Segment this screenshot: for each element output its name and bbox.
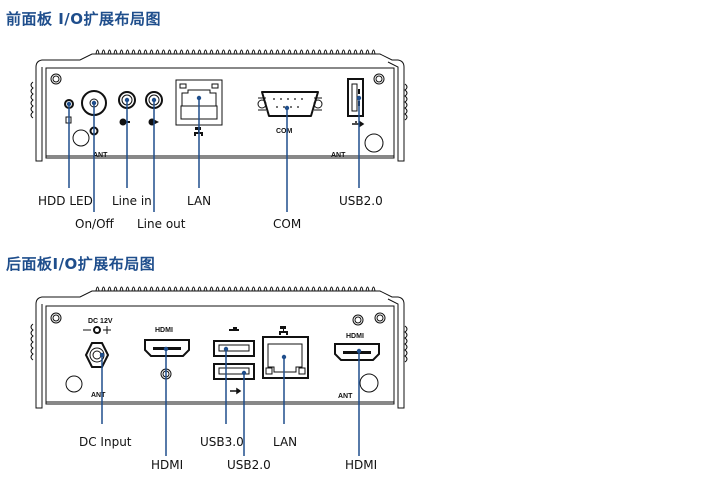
usb-icon — [352, 120, 365, 128]
rear-panel-title: 后面板I/O扩展布局图 — [6, 255, 156, 273]
usb20-port — [213, 363, 255, 395]
hdmi-port-right: HDMI — [334, 314, 380, 361]
line-in-icon — [119, 118, 127, 126]
hdmi-marking: HDMI — [346, 333, 364, 340]
front-panel-chassis — [30, 49, 408, 162]
usb30-port — [213, 327, 255, 357]
ant-marking: ANT — [93, 152, 108, 159]
ant-marking: ANT — [91, 392, 106, 399]
label-line-in: Line in — [112, 194, 152, 208]
label-dc-input: DC Input — [79, 435, 132, 449]
com-marking: COM — [276, 128, 293, 135]
side-fins-right — [404, 83, 408, 121]
label-com: COM — [273, 217, 301, 231]
hdmi-port-left: HDMI — [144, 327, 190, 380]
antenna-hole — [364, 133, 384, 153]
antenna-hole — [72, 129, 90, 147]
label-lan: LAN — [273, 435, 297, 449]
ant-marking: ANT — [331, 152, 346, 159]
callouts-rear — [99, 346, 362, 456]
usb-icon — [230, 387, 242, 395]
label-lan: LAN — [187, 194, 211, 208]
rear-panel-chassis — [30, 286, 408, 409]
front-panel-title: 前面板 I/O扩展布局图 — [6, 10, 162, 28]
usb20-port — [347, 78, 365, 128]
label-hdmi-left: HDMI — [151, 458, 183, 472]
label-usb30: USB3.0 — [200, 435, 244, 449]
heatsink-fins — [95, 286, 378, 292]
label-usb20: USB2.0 — [227, 458, 271, 472]
antenna-hole — [65, 375, 83, 393]
antenna-hole — [359, 373, 379, 393]
network-icon — [279, 326, 288, 335]
label-on-off: On/Off — [75, 217, 115, 231]
screw-icon — [50, 73, 62, 85]
side-fins-right — [404, 325, 408, 363]
hdmi-marking: HDMI — [155, 327, 173, 334]
screw-icon — [50, 312, 62, 324]
dc-input-jack: DC 12V — [83, 318, 113, 368]
com-port: COM — [257, 91, 323, 135]
side-fins-left — [30, 81, 34, 119]
label-usb20: USB2.0 — [339, 194, 383, 208]
label-line-out: Line out — [137, 217, 186, 231]
usb3-icon — [229, 327, 239, 331]
screw-icon — [374, 312, 386, 324]
dc-marking: DC 12V — [88, 318, 113, 325]
screw-icon — [373, 73, 385, 85]
side-fins-left — [30, 323, 34, 361]
label-hdmi-right: HDMI — [345, 458, 377, 472]
label-hdd-led: HDD LED — [38, 194, 93, 208]
lan-port — [262, 326, 309, 379]
callouts-front — [66, 95, 362, 212]
heatsink-fins — [95, 49, 378, 55]
ant-marking: ANT — [338, 393, 353, 400]
